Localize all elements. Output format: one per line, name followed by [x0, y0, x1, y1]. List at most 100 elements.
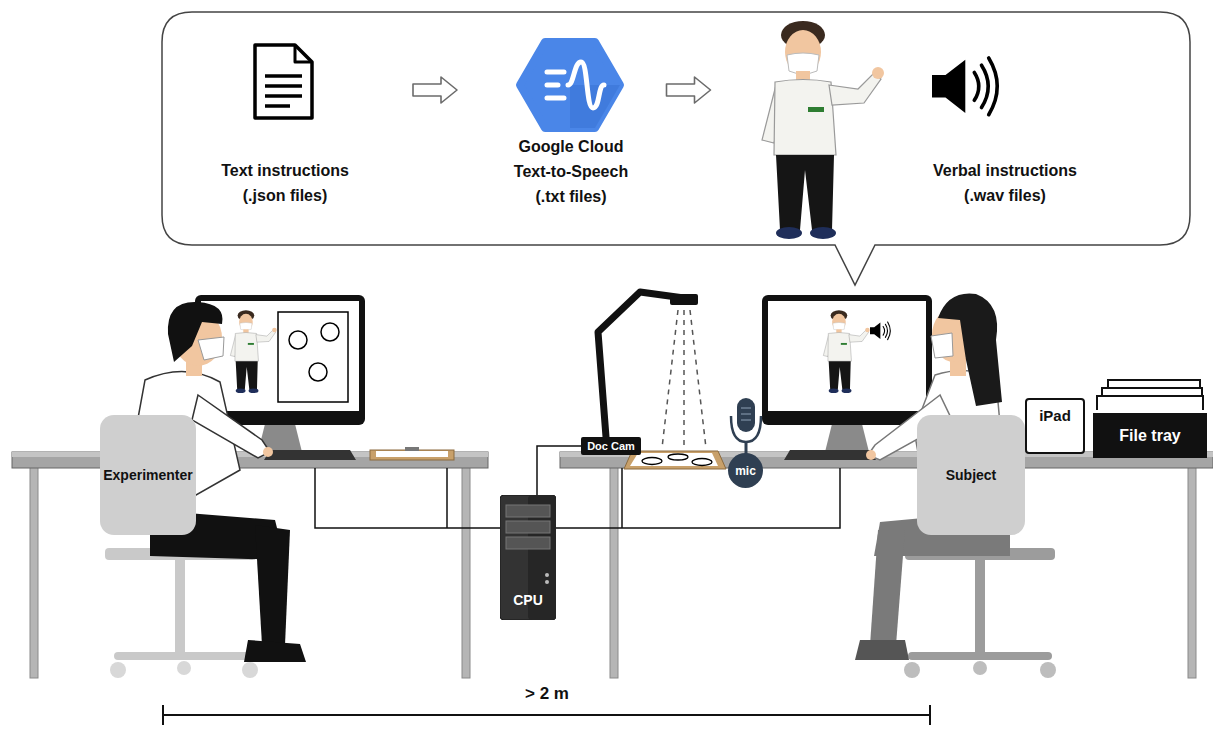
document-camera: [598, 292, 706, 448]
monitor-part: [870, 322, 890, 340]
clipboard-part: [692, 459, 712, 466]
text-to-speech-icon-part: [520, 42, 620, 128]
keyboard-part: [264, 450, 356, 460]
part-label: CPU: [513, 592, 543, 608]
distance-label: > 2 m: [525, 684, 569, 704]
microphone-part: [731, 416, 761, 442]
input-step: Text instructions (.json files): [200, 40, 370, 215]
step-label: Verbal instructions (.wav files): [923, 158, 1087, 208]
desk-part: [30, 466, 38, 678]
file-tray: File tray: [1093, 410, 1207, 458]
desk-part: [610, 466, 618, 678]
clipboard-part: [370, 450, 454, 460]
document-icon-part: [295, 45, 312, 62]
part-label: Subject: [946, 467, 997, 483]
document-icon: [255, 45, 312, 118]
document-icon-part: [255, 45, 312, 118]
document-camera-part: [670, 294, 698, 305]
monitor-part: [278, 312, 348, 402]
monitor-part: [823, 310, 869, 393]
flow-arrow: [667, 77, 711, 103]
speaker-icon-part: [932, 58, 997, 115]
chair-back: Experimenter: [100, 415, 196, 535]
clipboard-part: [405, 447, 419, 451]
desk-part: [462, 466, 470, 678]
output-step: Verbal instructions (.wav files): [735, 20, 1087, 215]
clipboard: [370, 447, 726, 469]
chair-back: Subject: [917, 415, 1025, 535]
office-chair: [105, 548, 1056, 678]
desk-part: [1188, 466, 1196, 678]
microphone: [731, 398, 761, 455]
tablet-box: iPad: [1025, 398, 1085, 454]
monitor-part: [309, 363, 327, 381]
part-label: Experimenter: [103, 467, 192, 483]
computer-tower-part: [500, 495, 556, 620]
subject-figure-part: [855, 640, 909, 660]
speech-bubble-part: [162, 12, 1190, 285]
avatar-figure: [762, 21, 884, 239]
clipboard-part: [630, 453, 718, 466]
monitor-part: [289, 331, 307, 349]
office-chair-part: [904, 662, 920, 678]
office-chair-part: [912, 652, 1048, 660]
monitor-part: [762, 295, 932, 425]
office-chair-part: [175, 560, 185, 652]
experimenter-figure-part: [255, 525, 290, 645]
computer-tower-part: [545, 580, 549, 584]
keyboard-part: [784, 450, 876, 460]
monitor-part: [825, 424, 869, 452]
part-label: File tray: [1119, 427, 1180, 445]
wire-part: [315, 468, 500, 528]
office-chair-part: [177, 661, 191, 675]
experimenter-figure-part: [263, 447, 273, 457]
part-label: iPad: [1039, 407, 1071, 424]
file-tray-papers: [1097, 380, 1203, 413]
subject-figure-part: [870, 530, 905, 645]
part-label: Doc Cam: [587, 440, 635, 452]
step-caption: Verbal instructions (.wav files): [923, 158, 1087, 208]
monitor-part: [230, 310, 276, 393]
step-caption: Google Cloud Text-to-Speech (.txt files): [504, 134, 638, 209]
document-icon-part: [265, 76, 302, 106]
computer-tower-part: [506, 521, 550, 533]
monitor-part: [321, 323, 339, 341]
office-chair-part: [975, 560, 985, 652]
office-chair-part: [1040, 662, 1056, 678]
service-step: Google Cloud Text-to-Speech (.txt files): [500, 30, 642, 215]
wire-part: [556, 468, 840, 528]
office-chair-part: [110, 662, 126, 678]
mic-base: mic: [728, 453, 763, 488]
text-to-speech-icon-part: [547, 72, 564, 98]
keyboard: [264, 450, 876, 460]
text-to-speech-icon: [520, 42, 620, 128]
clipboard-part: [668, 454, 688, 460]
experimenter-figure-part: [244, 640, 306, 662]
experimenter-figure-part: [192, 395, 270, 458]
microphone-part: [737, 398, 755, 432]
step-label: Google Cloud Text-to-Speech (.txt files): [504, 134, 638, 209]
avatar-figure-part: [762, 21, 884, 239]
text-to-speech-icon-part: [568, 62, 604, 108]
office-chair-part: [973, 661, 987, 675]
distance-bar-part: [163, 705, 930, 725]
cable-line: [537, 446, 581, 495]
camera-label: Doc Cam: [581, 437, 641, 455]
speaker-icon: [932, 58, 997, 115]
step-label: Text instructions (.json files): [212, 158, 358, 208]
computer-tower-part: [506, 505, 550, 517]
step-caption: Text instructions (.json files): [212, 158, 358, 208]
computer-tower: CPU: [500, 495, 556, 620]
monitor: [195, 295, 932, 452]
speech-bubble: [162, 12, 1190, 285]
distance-bar: [163, 705, 930, 725]
monitor-part: [201, 301, 359, 411]
computer-tower-part: [545, 573, 549, 577]
computer-tower-part: [506, 537, 550, 549]
clipboard-part: [642, 458, 662, 465]
office-chair-part: [242, 662, 258, 678]
office-chair-part: [118, 652, 250, 660]
